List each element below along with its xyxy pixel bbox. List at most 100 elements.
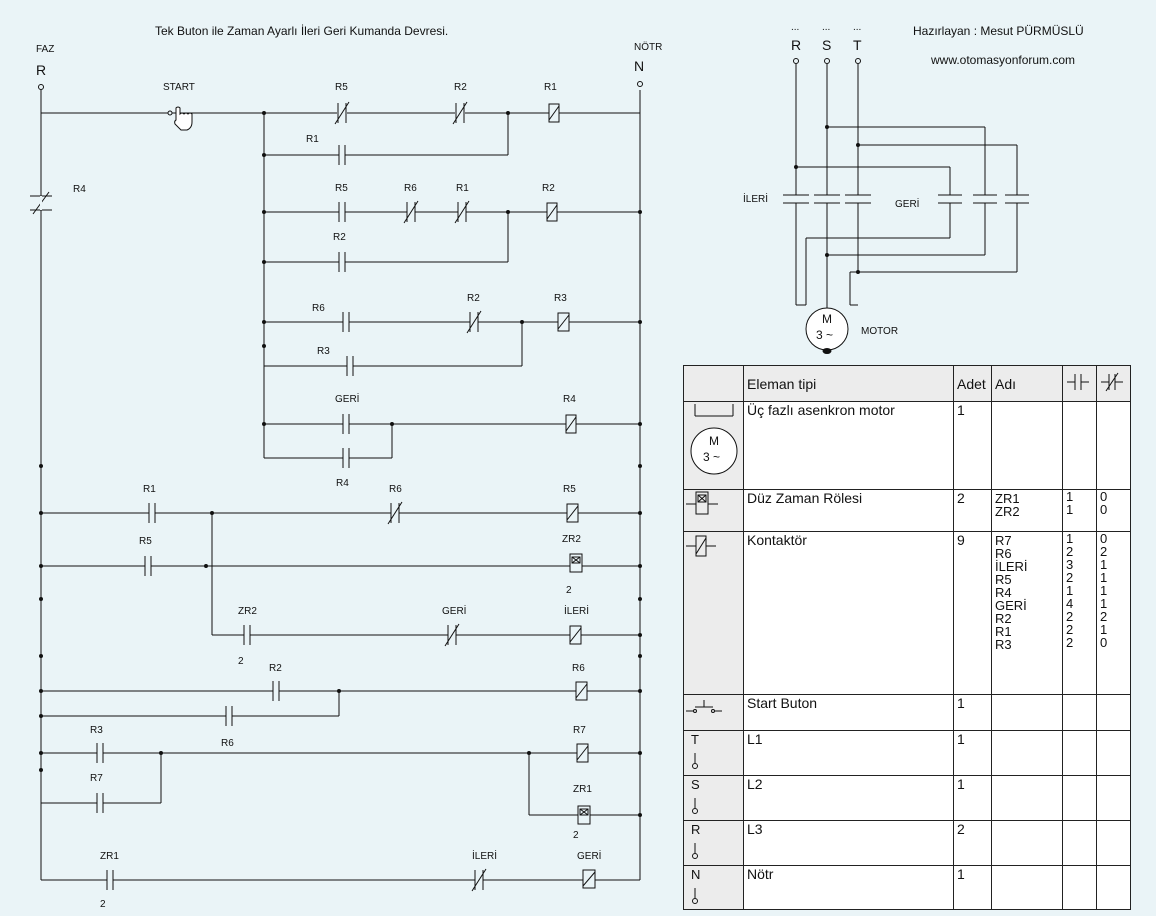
- legend-count: 1: [953, 694, 992, 731]
- legend-row: M 3 ~ Üç fazlı asenkron motor 1: [683, 401, 1131, 490]
- label-zr2-coil: ZR2: [562, 534, 581, 545]
- notr-terminal: [637, 81, 643, 87]
- label-ileri-nc-12: İLERİ: [472, 851, 498, 862]
- start-button-symbol: [167, 106, 193, 131]
- label-r5-nc: R5: [335, 82, 348, 93]
- legend-table: Eleman tipi Adet Adı M 3 ~ Üç fazlı asen…: [683, 365, 1131, 910]
- legend-no: 1 2 3 2 1 4 2 2 2: [1062, 531, 1097, 695]
- legend-names: ZR1 ZR2: [991, 489, 1063, 532]
- label-geri-no-4: GERİ: [335, 394, 360, 405]
- header-name: Adı: [991, 365, 1063, 402]
- legend-row: R L3 2: [683, 820, 1131, 866]
- terminal-n-icon: N: [683, 865, 744, 910]
- phase-t-label: T: [853, 37, 862, 53]
- geri-power-label: GERİ: [895, 199, 920, 210]
- ileri-power-label: İLERİ: [743, 194, 769, 205]
- label-zr2-sub: 2: [566, 585, 572, 596]
- label-zr2-sub-7: 2: [238, 656, 244, 667]
- label-r2-coil: R2: [542, 183, 555, 194]
- terminal-r-icon: R: [683, 820, 744, 866]
- legend-type: Kontaktör: [743, 531, 954, 695]
- legend-header: Eleman tipi Adet Adı: [683, 365, 1131, 402]
- label-r1-no-5: R1: [143, 484, 156, 495]
- label-zr2-no-7: ZR2: [238, 606, 257, 617]
- label-r2-no: R2: [333, 232, 346, 243]
- legend-count: 2: [953, 820, 992, 866]
- label-r5-no-6: R5: [139, 536, 152, 547]
- faz-label: FAZ: [36, 44, 55, 55]
- phase-s-label: S: [822, 37, 832, 53]
- label-r6-coil: R6: [572, 663, 585, 674]
- label-r2-nc-1: R2: [454, 82, 467, 93]
- label-r4-main: R4: [73, 184, 86, 195]
- legend-row: Start Buton 1: [683, 694, 1131, 731]
- motor-icon: M 3 ~: [683, 401, 744, 490]
- label-zr1-coil: ZR1: [573, 784, 592, 795]
- motor-3phase: 3 ~: [816, 328, 834, 342]
- legend-type: L1: [743, 730, 954, 776]
- label-zr1-sub: 2: [573, 830, 579, 841]
- header-no-contact-icon: [1062, 365, 1097, 402]
- rung-1: [41, 101, 640, 125]
- label-r3-no: R3: [317, 346, 330, 357]
- label-ileri-coil: İLERİ: [564, 606, 590, 617]
- legend-no: 1 1: [1062, 489, 1097, 532]
- notr-letter: N: [634, 58, 645, 74]
- label-geri-nc-7: GERİ: [442, 606, 467, 617]
- legend-nc: 0 0: [1096, 489, 1131, 532]
- label-zr1-no-12: ZR1: [100, 851, 119, 862]
- legend-row: Düz Zaman Rölesi 2 ZR1 ZR2 1 1 0 0: [683, 489, 1131, 532]
- legend-count: 9: [953, 531, 992, 695]
- label-r6-no-9: R6: [221, 738, 234, 749]
- header-nc-contact-icon: [1096, 365, 1131, 402]
- start-button-icon: [683, 694, 744, 731]
- legend-count: 1: [953, 775, 992, 821]
- diagram-title: Tek Buton ile Zaman Ayarlı İleri Geri Ku…: [155, 24, 449, 38]
- author-credit: Hazırlayan : Mesut PÜRMÜSLÜ: [913, 24, 1084, 38]
- legend-row: S L2 1: [683, 775, 1131, 821]
- legend-count: 1: [953, 865, 992, 910]
- legend-type: L2: [743, 775, 954, 821]
- label-r5-coil: R5: [563, 484, 576, 495]
- label-r5-no-2: R5: [335, 183, 348, 194]
- label-r3-coil: R3: [554, 293, 567, 304]
- label-r1-no: R1: [306, 134, 319, 145]
- phase-t-dots: ...: [853, 22, 862, 33]
- motor-m: M: [822, 312, 832, 326]
- header-type: Eleman tipi: [743, 365, 954, 402]
- header-symbol: [683, 365, 744, 402]
- faz-terminal: [38, 84, 44, 90]
- label-r6-nc-2: R6: [404, 183, 417, 194]
- label-r7-no-11: R7: [90, 773, 103, 784]
- legend-row: Kontaktör 9 R7 R6 İLERİ R5 R4 GERİ R2 R1…: [683, 531, 1131, 695]
- label-r1-coil: R1: [544, 82, 557, 93]
- legend-type: L3: [743, 820, 954, 866]
- header-count: Adet: [953, 365, 992, 402]
- label-r4-no-4: R4: [336, 478, 349, 489]
- label-r2-no-8: R2: [269, 663, 282, 674]
- label-r7-coil: R7: [573, 725, 586, 736]
- label-geri-coil: GERİ: [577, 851, 602, 862]
- power-circuit: [783, 58, 1029, 354]
- legend-row: N Nötr 1: [683, 865, 1131, 910]
- notr-label: NÖTR: [634, 42, 663, 53]
- label-r2-nc-3: R2: [467, 293, 480, 304]
- legend-type: Üç fazlı asenkron motor: [743, 401, 954, 490]
- timer-relay-icon: [683, 489, 744, 532]
- legend-count: 1: [953, 730, 992, 776]
- legend-row: T L1 1: [683, 730, 1131, 776]
- label-r6-nc-5: R6: [389, 484, 402, 495]
- legend-count: 1: [953, 401, 992, 490]
- phase-r-dots: ...: [791, 22, 800, 33]
- label-r4-coil: R4: [563, 394, 576, 405]
- legend-type: Start Buton: [743, 694, 954, 731]
- terminal-t-icon: T: [683, 730, 744, 776]
- legend-type: Nötr: [743, 865, 954, 910]
- label-start: START: [163, 82, 195, 93]
- phase-s-dots: ...: [822, 22, 831, 33]
- terminal-s-icon: S: [683, 775, 744, 821]
- label-r6-no-3: R6: [312, 303, 325, 314]
- legend-nc: 0 2 1 1 1 1 2 1 0: [1096, 531, 1131, 695]
- website-text: www.otomasyonforum.com: [931, 53, 1076, 67]
- legend-type: Düz Zaman Rölesi: [743, 489, 954, 532]
